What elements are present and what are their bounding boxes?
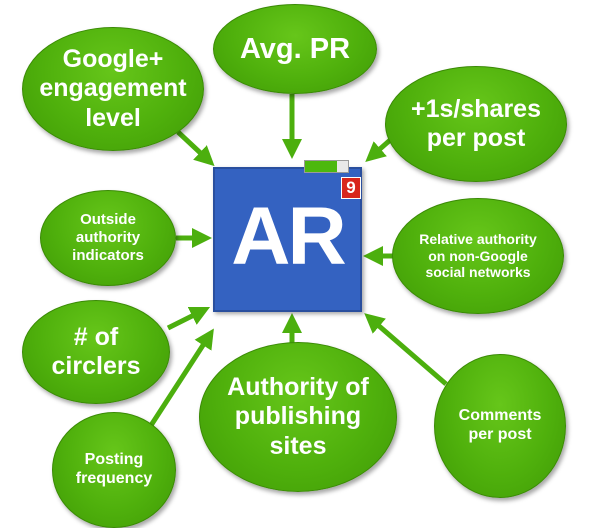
bubble-label-line: sites [269, 431, 327, 460]
bubble-label-line: circlers [51, 352, 141, 380]
bubble-circlers: # of circlers [22, 300, 170, 404]
bubble-relative-authority: Relative authority on non-Google social … [392, 198, 564, 314]
bubble-google-engagement: Google+ engagement level [22, 27, 204, 151]
bubble-label-line: Posting [84, 451, 144, 469]
bubble-label-line: on non-Google [428, 247, 528, 264]
pagerank-bar-fill [305, 161, 338, 172]
bubble-avg-pr: Avg. PR [213, 4, 377, 94]
bubble-label-line: Avg. PR [239, 32, 351, 65]
bubble-label-line: social networks [425, 264, 531, 281]
arrow-comments [364, 313, 448, 386]
bubble-label-line: # of [73, 322, 119, 351]
bubble-label-line: indicators [72, 246, 144, 264]
bubble-label-line: Authority of [227, 372, 369, 401]
bubble-posting-frequency: Posting frequency [52, 412, 176, 528]
bubble-label-line: engagement [39, 74, 187, 103]
bubble-authority-publishing: Authority of publishing sites [199, 342, 397, 492]
pagerank-bar [304, 160, 349, 173]
bubble-label-line: frequency [75, 470, 153, 487]
bubble-label-line: Outside [80, 211, 136, 229]
bubble-label-line: Google+ [62, 44, 164, 73]
bubble-label-line: level [85, 103, 141, 132]
bubble-label-line: per post [468, 426, 532, 443]
bubble-label-line: publishing [234, 402, 362, 431]
arrow-google-engagement [176, 130, 215, 167]
bubble-label-line: +1s/shares [411, 94, 541, 123]
ar-logo: AR [213, 167, 362, 312]
bubble-outside-authority: Outside authority indicators [40, 190, 176, 286]
notification-badge: 9 [341, 177, 361, 199]
ar-logo-text: AR [231, 191, 346, 282]
bubble-label-line: authority [75, 229, 141, 247]
bubble-label-line: per post [426, 124, 526, 152]
bubble-plus1-shares: +1s/shares per post [385, 66, 567, 182]
bubble-label-line: Comments [458, 407, 542, 425]
arrow-circlers [166, 306, 211, 331]
bubble-comments: Comments per post [434, 354, 566, 498]
bubble-label-line: Relative authority [419, 231, 537, 248]
